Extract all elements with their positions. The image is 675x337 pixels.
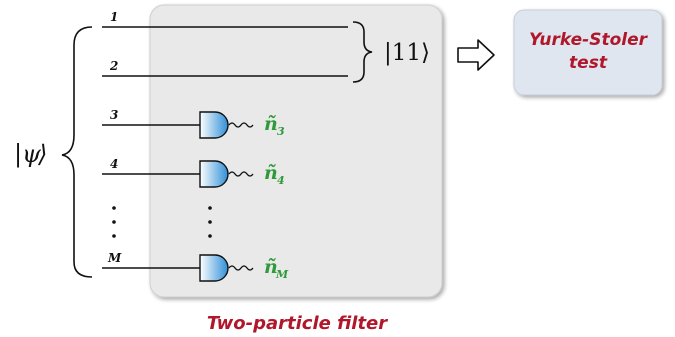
mode-label-1: 1 xyxy=(110,10,118,24)
outcome-3: ñ xyxy=(264,113,278,135)
filter-caption: Two-particle filter xyxy=(207,313,388,334)
mode-label-m: M xyxy=(107,251,122,265)
detector-3-icon xyxy=(199,111,254,139)
mode-label-2: 2 xyxy=(109,59,118,73)
mode-ellipsis xyxy=(112,206,116,238)
outcome-4: ñ xyxy=(264,162,278,184)
detector-ellipsis xyxy=(208,206,212,238)
detector-m-icon xyxy=(199,254,254,282)
output-brace xyxy=(352,21,373,83)
right-arrow-icon xyxy=(457,39,495,71)
mode-brace xyxy=(61,26,93,278)
test-box-line1: Yurke-Stoler xyxy=(529,30,649,50)
postselected-state: |11⟩ xyxy=(384,40,430,66)
psi-ket-open: | xyxy=(14,140,22,169)
outcome-3-sub: 3 xyxy=(277,125,285,138)
filter-box xyxy=(149,4,443,298)
psi-symbol: ψ xyxy=(22,140,42,168)
outcome-m-sub: M xyxy=(275,268,289,281)
mode-label-3: 3 xyxy=(110,108,118,122)
detector-4-icon xyxy=(199,160,254,188)
psi-ket-close: ⟩ xyxy=(37,140,47,168)
test-box xyxy=(513,9,663,96)
mode-label-4: 4 xyxy=(110,157,118,171)
test-box-line2: test xyxy=(569,53,608,73)
outcome-m: ñ xyxy=(264,256,278,278)
outcome-4-sub: 4 xyxy=(277,174,285,187)
